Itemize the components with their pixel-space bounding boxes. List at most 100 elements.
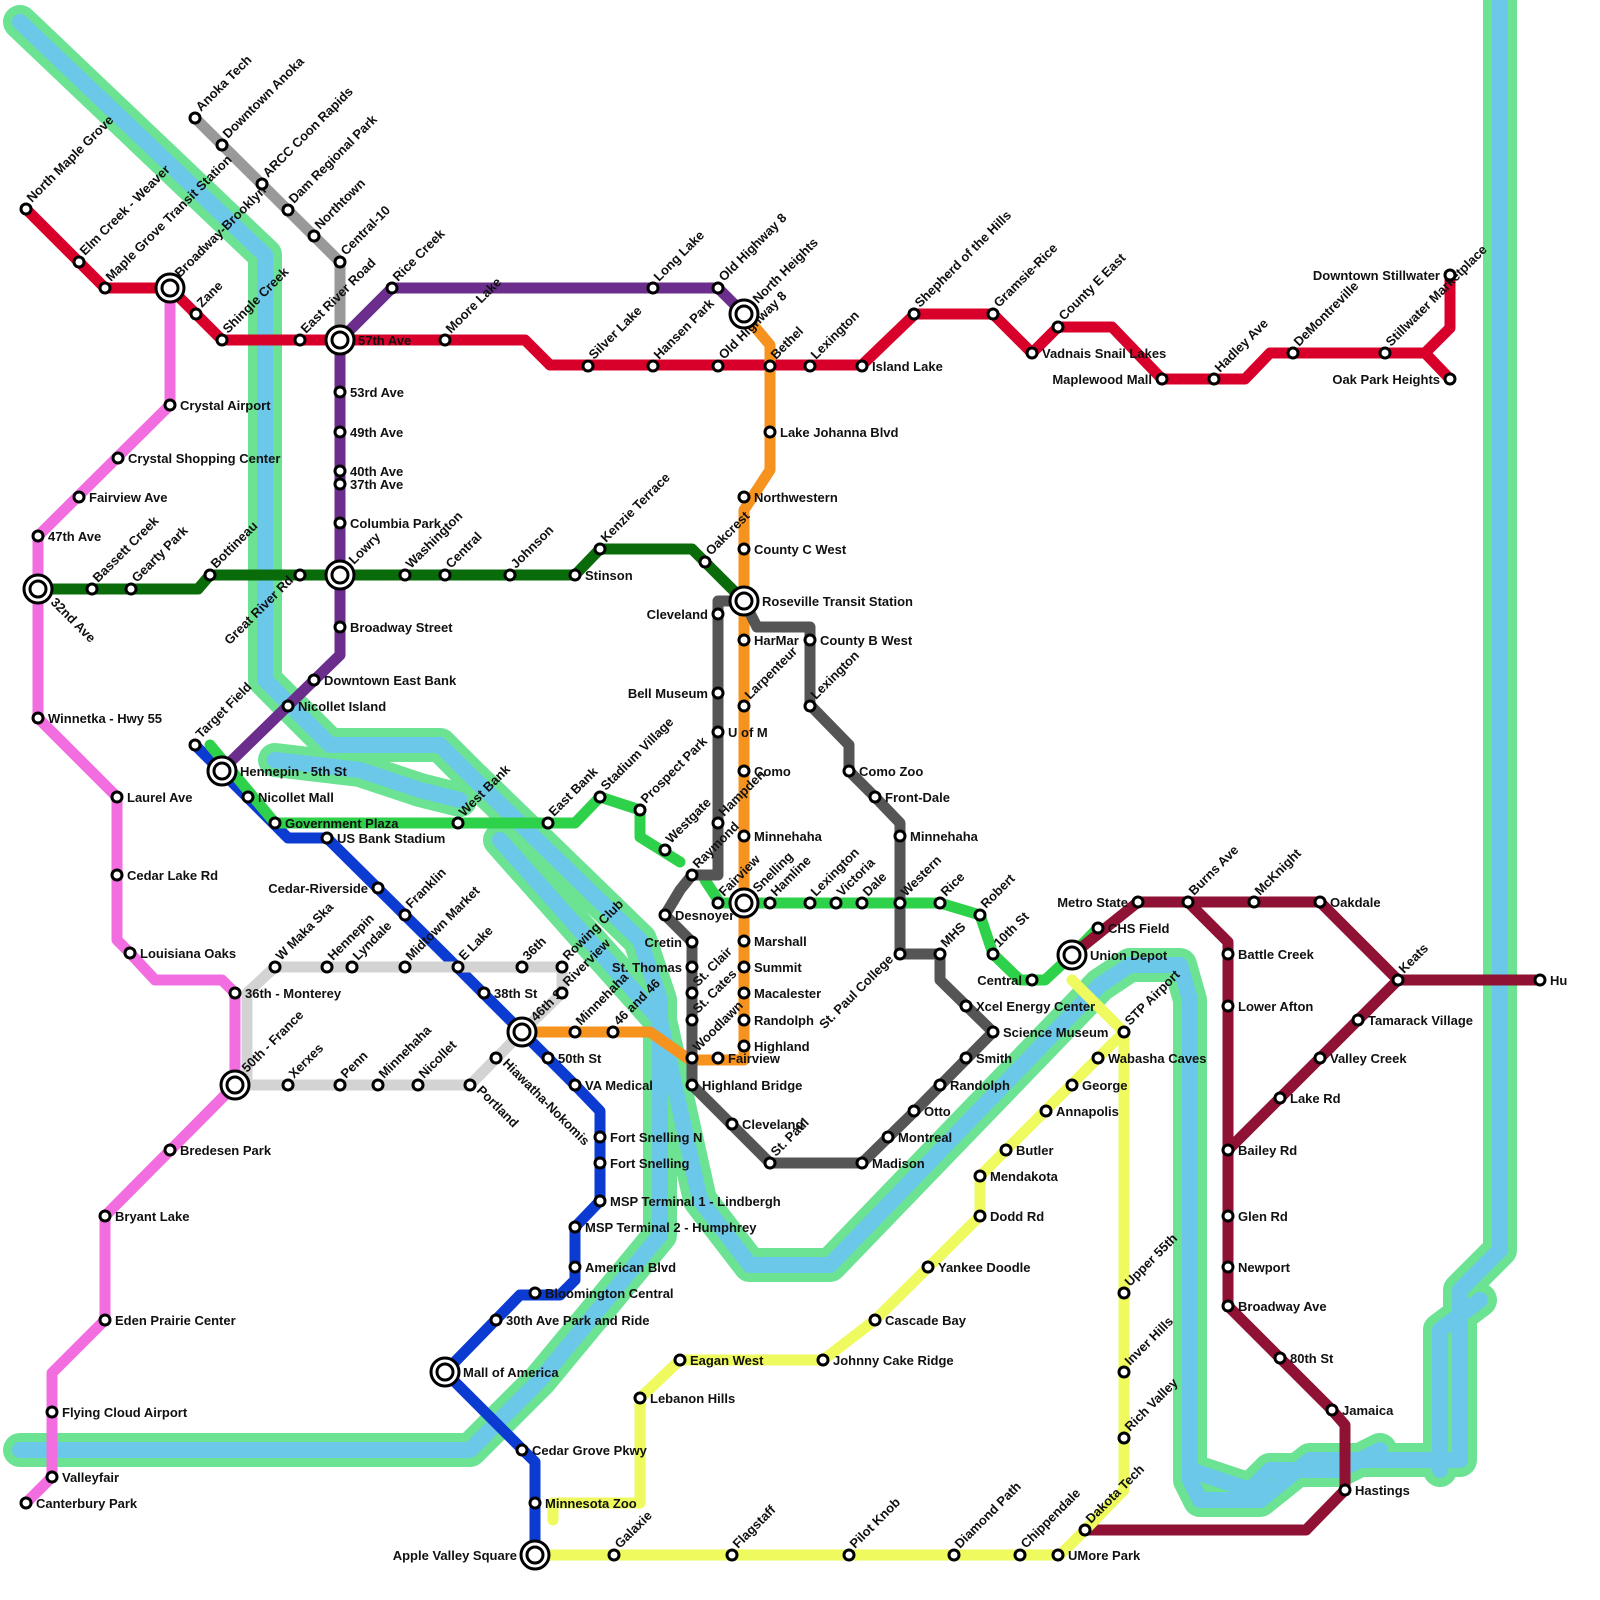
station-louisiana-oaks[interactable]: Louisiana Oaks xyxy=(125,946,236,961)
station-zane[interactable]: Zane xyxy=(191,278,226,319)
station-downtown-stillwater[interactable]: Downtown Stillwater xyxy=(1313,268,1455,283)
station-minnehaha-o[interactable]: Minnehaha xyxy=(739,829,823,844)
station-hudson[interactable]: Hu xyxy=(1535,973,1567,988)
station-label: Mendakota xyxy=(990,1169,1059,1184)
station-marker xyxy=(583,361,593,371)
station-winnetka[interactable]: Winnetka - Hwy 55 xyxy=(33,711,162,726)
station-crystal-sc[interactable]: Crystal Shopping Center xyxy=(113,451,280,466)
station-highland-bridge[interactable]: Highland Bridge xyxy=(687,1078,802,1093)
station-stinson[interactable]: Stinson xyxy=(570,568,633,583)
station-dam-regional[interactable]: Dam Regional Park xyxy=(283,111,380,215)
station-franklin[interactable]: Franklin xyxy=(400,865,449,920)
station-flying-cloud[interactable]: Flying Cloud Airport xyxy=(47,1405,188,1420)
station-cedar-riverside[interactable]: Cedar-Riverside xyxy=(268,881,383,896)
station-demontreville[interactable]: DeMontreville xyxy=(1288,278,1361,358)
station-minnehaha-dg[interactable]: Minnehaha xyxy=(895,829,979,844)
station-laurel-ave[interactable]: Laurel Ave xyxy=(112,790,193,805)
station-hiawatha-nokomis[interactable]: Hiawatha-Nokomis xyxy=(491,1053,593,1148)
station-marker xyxy=(988,1027,998,1037)
station-diamond-path[interactable]: Diamond Path xyxy=(949,1479,1024,1560)
station-wabasha-caves[interactable]: Wabasha Caves xyxy=(1093,1051,1207,1066)
station-lake-johanna[interactable]: Lake Johanna Blvd xyxy=(765,425,899,440)
station-canterbury-park[interactable]: Canterbury Park xyxy=(21,1496,138,1511)
station-bredesen-park[interactable]: Bredesen Park xyxy=(165,1143,272,1158)
station-smith[interactable]: Smith xyxy=(961,1051,1012,1066)
station-science-museum[interactable]: Science Museum xyxy=(988,1025,1109,1040)
station-marker xyxy=(648,283,658,293)
station-apple-valley[interactable]: Apple Valley Square xyxy=(393,1541,549,1569)
station-30th-ave[interactable]: 30th Ave Park and Ride xyxy=(491,1313,650,1328)
station-us-bank-stadium[interactable]: US Bank Stadium xyxy=(322,831,445,846)
station-dakota-tech[interactable]: Dakota Tech xyxy=(1080,1461,1147,1535)
station-lebanon-hills[interactable]: Lebanon Hills xyxy=(635,1391,735,1406)
station-cedar-lake-rd[interactable]: Cedar Lake Rd xyxy=(112,868,218,883)
station-vadnais[interactable]: Vadnais Snail Lakes xyxy=(1027,346,1166,361)
station-broadway-ave[interactable]: Broadway Ave xyxy=(1223,1299,1327,1314)
station-yankee-doodle[interactable]: Yankee Doodle xyxy=(923,1260,1030,1275)
station-msp-t2[interactable]: MSP Terminal 2 - Humphrey xyxy=(570,1220,757,1235)
station-johnny-cake[interactable]: Johnny Cake Ridge xyxy=(818,1353,954,1368)
station-marker xyxy=(895,949,905,959)
station-battle-creek[interactable]: Battle Creek xyxy=(1223,947,1315,962)
station-st-thomas[interactable]: St. Thomas xyxy=(612,960,697,975)
station-county-e-east[interactable]: County E East xyxy=(1053,250,1129,332)
station-central-10[interactable]: Central-10 xyxy=(335,203,393,267)
station-cretin[interactable]: Cretin xyxy=(644,935,697,950)
station-maplewood-mall[interactable]: Maplewood Mall xyxy=(1052,372,1167,387)
station-american-blvd[interactable]: American Blvd xyxy=(570,1260,676,1275)
station-butler[interactable]: Butler xyxy=(1001,1143,1054,1158)
station-xcel[interactable]: Xcel Energy Center xyxy=(961,999,1095,1014)
station-label: Union Depot xyxy=(1090,948,1168,963)
station-target-field[interactable]: Target Field xyxy=(190,679,255,750)
station-tamarack[interactable]: Tamarack Village xyxy=(1353,1013,1473,1028)
station-marker xyxy=(805,898,815,908)
station-crystal-airport[interactable]: Crystal Airport xyxy=(165,398,271,413)
station-marker xyxy=(47,1407,57,1417)
station-label: Laurel Ave xyxy=(127,790,193,805)
station-10th-st[interactable]: 10th St xyxy=(988,908,1032,959)
station-county-b-west[interactable]: County B West xyxy=(805,633,913,648)
station-st-paul-college[interactable]: St. Paul College xyxy=(816,949,905,1032)
station-government-plaza[interactable]: Government Plaza xyxy=(270,816,399,831)
station-36th-monterey[interactable]: 36th - Monterey xyxy=(230,986,342,1001)
station-robert[interactable]: Robert xyxy=(975,870,1018,920)
station-downtown-east-bank[interactable]: Downtown East Bank xyxy=(309,673,457,688)
station-george[interactable]: George xyxy=(1067,1078,1128,1093)
station-central-green[interactable]: Central xyxy=(977,973,1037,988)
station-minnesota-zoo[interactable]: Minnesota Zoo xyxy=(530,1496,637,1511)
station-northwestern[interactable]: Northwestern xyxy=(739,490,838,505)
station-fort-snelling[interactable]: Fort Snelling xyxy=(595,1156,690,1171)
station-columbia-park[interactable]: Columbia Park xyxy=(335,516,442,531)
station-oak-park-heights[interactable]: Oak Park Heights xyxy=(1332,372,1455,387)
station-cleveland-top[interactable]: Cleveland xyxy=(647,607,723,622)
station-fairview-ave[interactable]: Fairview Ave xyxy=(74,490,168,505)
mississippi-north-bank xyxy=(20,22,660,1450)
station-cedar-grove[interactable]: Cedar Grove Pkwy xyxy=(517,1443,648,1458)
station-nicollet-island[interactable]: Nicollet Island xyxy=(283,699,386,714)
station-north-maple-grove[interactable]: North Maple Grove xyxy=(21,112,116,214)
station-roseville-ts[interactable]: Roseville Transit Station xyxy=(730,587,913,615)
station-marker xyxy=(988,309,998,319)
station-eden-prairie[interactable]: Eden Prairie Center xyxy=(100,1313,236,1328)
station-gramsie-rice[interactable]: Gramsie-Rice xyxy=(988,240,1060,319)
station-macalester[interactable]: Macalester xyxy=(739,986,821,1001)
station-portland[interactable]: Portland xyxy=(465,1080,522,1130)
station-bloomington-central[interactable]: Bloomington Central xyxy=(530,1286,674,1301)
station-valleyfair[interactable]: Valleyfair xyxy=(47,1470,119,1485)
station-kenzie-terrace[interactable]: Kenzie Terrace xyxy=(595,470,673,554)
station-57th-ave[interactable]: 57th Ave xyxy=(326,326,411,354)
station-msp-t1[interactable]: MSP Terminal 1 - Lindbergh xyxy=(595,1194,781,1209)
station-marker xyxy=(608,1027,618,1037)
station-fort-snelling-n[interactable]: Fort Snelling N xyxy=(595,1130,702,1145)
station-marker xyxy=(400,910,410,920)
station-elm-creek-weaver[interactable]: Elm Creek - Weaver xyxy=(74,162,173,267)
station-mhs[interactable]: MHS xyxy=(935,919,969,959)
station-bell-museum[interactable]: Bell Museum xyxy=(628,686,723,701)
station-randolph-o[interactable]: Randolph xyxy=(739,1013,814,1028)
station-county-c-west[interactable]: County C West xyxy=(739,542,847,557)
hub-station-inner xyxy=(30,581,46,597)
station-cascade-bay[interactable]: Cascade Bay xyxy=(870,1313,967,1328)
station-broadway-street[interactable]: Broadway Street xyxy=(335,620,453,635)
station-lower-afton[interactable]: Lower Afton xyxy=(1223,999,1313,1014)
station-otto[interactable]: Otto xyxy=(909,1104,951,1119)
